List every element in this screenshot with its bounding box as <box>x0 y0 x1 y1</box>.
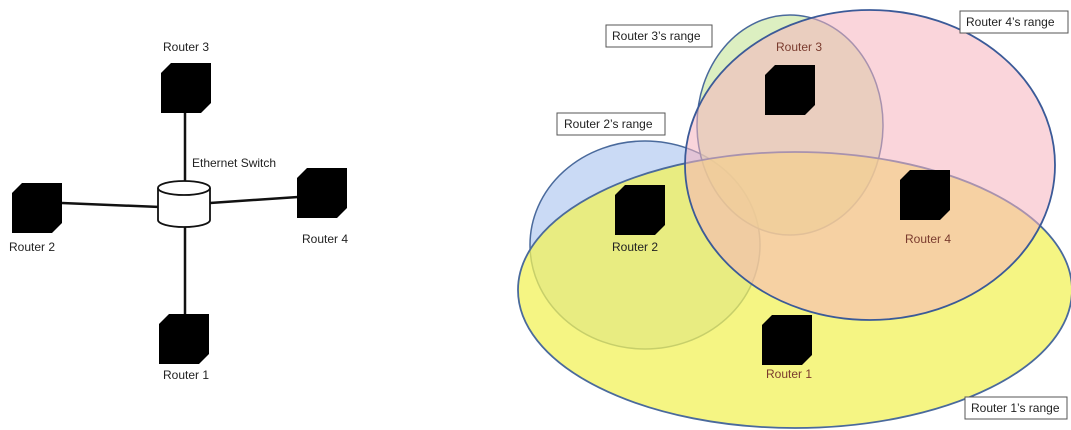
router-1-wireless-node <box>762 315 812 365</box>
router-4-range-area <box>684 9 1056 321</box>
ethernet-switch <box>157 180 211 228</box>
router-4-label: Router 4 <box>302 232 348 246</box>
router-3-range-label: Router 3’s range <box>612 29 701 43</box>
router-4-wireless-label: Router 4 <box>905 232 951 246</box>
router-1-node <box>159 314 209 364</box>
router-1-label: Router 1 <box>163 368 209 382</box>
link-switch-router2 <box>61 201 161 209</box>
router-4-range-callout: Router 4’s range <box>959 10 1069 34</box>
link-switch-router4 <box>209 195 299 205</box>
wired-topology-diagram: Ethernet Switch Router 3 Router 2 Router… <box>9 40 348 382</box>
router-4-range-label: Router 4’s range <box>966 15 1055 29</box>
router-3-wireless-label: Router 3 <box>776 40 822 54</box>
router-2-node <box>12 183 62 233</box>
router-1-range-callout: Router 1’s range <box>964 396 1068 420</box>
switch-label: Ethernet Switch <box>192 156 276 170</box>
router-2-range-callout: Router 2’s range <box>556 112 666 136</box>
router-4-wireless-node <box>900 170 950 220</box>
router-2-label: Router 2 <box>9 240 55 254</box>
wireless-range-diagram: Router 3 Router 2 Router 4 Router 1 Rout… <box>517 9 1071 429</box>
router-3-range-callout: Router 3’s range <box>605 24 713 48</box>
router-2-range-label: Router 2’s range <box>564 117 653 131</box>
router-2-wireless-node <box>615 185 665 235</box>
router-3-node <box>161 63 211 113</box>
router-1-range-label: Router 1’s range <box>971 401 1060 415</box>
router-3-wireless-node <box>765 65 815 115</box>
router-2-wireless-label: Router 2 <box>612 240 658 254</box>
router-3-label: Router 3 <box>163 40 209 54</box>
router-4-node <box>297 168 347 218</box>
router-1-wireless-label: Router 1 <box>766 367 812 381</box>
